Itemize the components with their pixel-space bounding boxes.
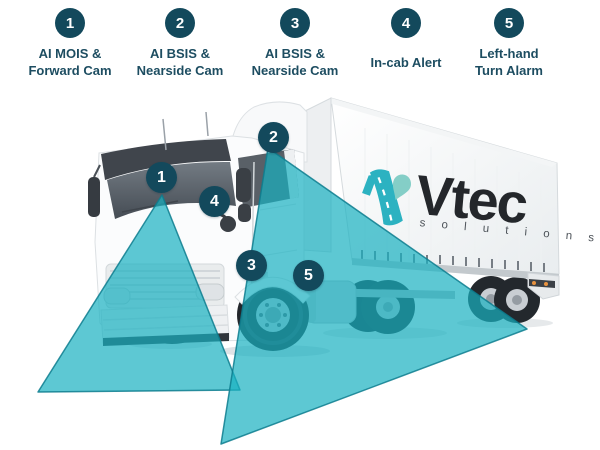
legend-label-line1: Left-hand bbox=[479, 46, 539, 61]
pin-icon bbox=[392, 174, 411, 200]
legend-number: 4 bbox=[401, 14, 411, 32]
forward-camera-cone bbox=[37, 194, 241, 393]
legend-number: 3 bbox=[290, 14, 300, 32]
legend-number: 2 bbox=[175, 14, 185, 32]
legend-item-2: 2 AI BSIS & Nearside Cam bbox=[115, 8, 245, 80]
marker-5-turn-alarm: 5 bbox=[293, 260, 324, 291]
trailer-wheels bbox=[468, 276, 540, 323]
legend-badge-3: 3 bbox=[280, 8, 310, 38]
legend-label-line2: Nearside Cam bbox=[251, 63, 339, 78]
legend-label-line2: Nearside Cam bbox=[136, 63, 224, 78]
legend-badge-2: 2 bbox=[165, 8, 195, 38]
legend-label-line2: Forward Cam bbox=[28, 63, 112, 78]
legend-number: 5 bbox=[504, 14, 514, 32]
logo-text: Vtec s o l u t i o n s bbox=[413, 153, 600, 245]
legend-item-4: 4 In-cab Alert bbox=[341, 8, 471, 80]
nearside-camera-cone bbox=[220, 147, 528, 445]
legend-badge-1: 1 bbox=[55, 8, 85, 38]
legend-label-line1: AI BSIS & bbox=[150, 46, 210, 61]
marker-1-forward-cam: 1 bbox=[146, 162, 177, 193]
legend-label-line1: AI MOIS & bbox=[38, 46, 102, 61]
legend-label-line2: Turn Alarm bbox=[475, 63, 543, 78]
trailer bbox=[302, 97, 560, 323]
legend-label-4: In-cab Alert bbox=[370, 44, 441, 80]
legend-item-3: 3 AI BSIS & Nearside Cam bbox=[230, 8, 360, 80]
legend-label-line1: AI BSIS & bbox=[265, 46, 325, 61]
marker-4-incab-alert: 4 bbox=[199, 186, 230, 217]
legend-label-3: AI BSIS & Nearside Cam bbox=[252, 44, 339, 80]
marker-2-nearside-cam: 2 bbox=[258, 122, 289, 153]
legend-number: 1 bbox=[65, 14, 75, 32]
legend-label-line1: In-cab Alert bbox=[370, 54, 442, 70]
legend-badge-4: 4 bbox=[391, 8, 421, 38]
legend-label-2: AI BSIS & Nearside Cam bbox=[137, 44, 224, 80]
marker-3-nearside-cam: 3 bbox=[236, 250, 267, 281]
camera-coverage-cones bbox=[37, 147, 528, 445]
road-icon bbox=[362, 169, 411, 226]
legend-badge-5: 5 bbox=[494, 8, 524, 38]
vtec-logo: Vtec s o l u t i o n s bbox=[357, 148, 600, 245]
legend-label-1: AI MOIS & Forward Cam bbox=[28, 44, 111, 80]
legend-item-1: 1 AI MOIS & Forward Cam bbox=[5, 8, 135, 80]
